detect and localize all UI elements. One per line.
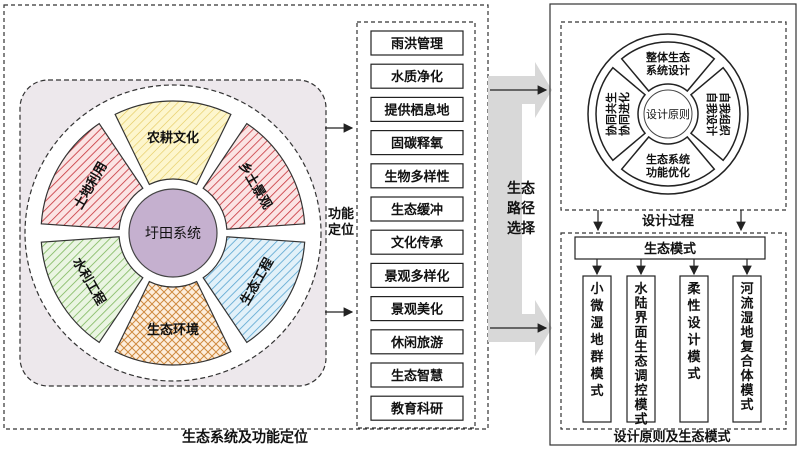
- vertical-char: 小: [590, 282, 603, 297]
- principle-label: 协同共生协同进化: [604, 92, 631, 136]
- function-label-line1: 功能: [328, 206, 354, 222]
- principle-sector: [620, 135, 716, 187]
- function-item: 休闲旅游: [390, 335, 443, 351]
- function-label: 功能定位: [327, 206, 354, 238]
- function-box: [370, 96, 464, 123]
- vertical-char: 调: [634, 369, 647, 384]
- vertical-char: 性: [687, 298, 700, 314]
- function-box: [370, 229, 464, 255]
- sector-label: 农耕文化: [146, 130, 199, 146]
- mode-box: [626, 275, 656, 423]
- vertical-char: 湿: [740, 311, 753, 326]
- right-panel-border: [549, 3, 797, 446]
- vertical-char: 群: [590, 349, 603, 365]
- function-box: [370, 30, 464, 56]
- function-box: [370, 262, 464, 288]
- vertical-char: 式: [740, 397, 753, 413]
- vertical-char: 生: [634, 339, 647, 355]
- principle-sector: [689, 66, 741, 162]
- vertical-char: 面: [634, 326, 647, 341]
- function-item: 提供栖息地: [384, 102, 449, 118]
- vertical-char: 复: [739, 339, 754, 355]
- vertical-char: 地: [590, 332, 603, 348]
- principle-label: 整体生态系统设计: [645, 50, 690, 77]
- left-caption: 生态系统及功能定位: [182, 429, 308, 446]
- sector-label: 生态环境: [147, 322, 199, 338]
- sector-2: [202, 122, 306, 230]
- vertical-char: 湿: [590, 316, 603, 331]
- right-caption: 设计原则及生态模式: [613, 429, 730, 445]
- vertical-char: 柔: [686, 282, 701, 297]
- vertical-char: 界: [634, 310, 647, 326]
- vertical-char: 式: [634, 412, 647, 428]
- vertical-char: 合: [740, 354, 754, 370]
- sector-5: [40, 236, 144, 344]
- process-caption: 设计过程: [642, 213, 694, 229]
- function-box: [370, 63, 464, 89]
- function-box: [370, 329, 464, 355]
- function-item: 雨洪管理: [391, 36, 443, 52]
- function-item: 水质净化: [391, 69, 443, 85]
- function-box: [370, 130, 464, 156]
- vertical-char: 体: [740, 368, 754, 384]
- mode-box: [679, 275, 709, 423]
- function-item: 生态智慧: [391, 368, 443, 384]
- mode-header: 生态模式: [644, 241, 696, 257]
- vertical-char: 控: [634, 383, 647, 399]
- vertical-char: 微: [589, 298, 604, 314]
- principle-center: [643, 89, 693, 139]
- path-label-line: 选择: [507, 220, 536, 237]
- sector-1: [114, 100, 232, 186]
- function-item: 景观多样化: [384, 268, 449, 284]
- function-box: [370, 196, 464, 222]
- vertical-char: 陆: [634, 296, 647, 312]
- vertical-char: 态: [634, 354, 647, 370]
- sector-6: [40, 122, 144, 230]
- function-box: [370, 395, 464, 421]
- vertical-char: 模: [590, 366, 604, 382]
- function-box: [370, 163, 464, 189]
- principle-sector: [620, 41, 716, 93]
- principle-label: 生态系统功能优化: [646, 152, 690, 179]
- principle-box: [560, 21, 787, 211]
- function-list-border: [356, 21, 476, 429]
- function-label-line2: 定位: [327, 222, 354, 238]
- vertical-char: 设: [687, 316, 701, 331]
- vertical-char: 模: [687, 349, 701, 365]
- principle-sector: [595, 66, 647, 162]
- vertical-char: 模: [634, 397, 648, 413]
- function-box: [370, 296, 464, 322]
- function-item: 文化传承: [391, 235, 443, 251]
- function-item: 生物多样性: [384, 169, 449, 185]
- vertical-char: 河: [740, 281, 753, 297]
- vertical-char: 流: [740, 296, 753, 312]
- sector-3: [202, 236, 306, 344]
- function-item: 教育科研: [390, 401, 443, 417]
- mode-box: [560, 232, 787, 430]
- function-item: 生态缓冲: [391, 202, 443, 218]
- function-item: 固碳释氧: [391, 136, 443, 152]
- principle-center-label: 设计原则: [646, 108, 690, 121]
- vertical-char: 水: [634, 281, 648, 297]
- vertical-char: 地: [740, 325, 753, 341]
- function-box: [370, 362, 464, 388]
- center-circle: [128, 188, 218, 278]
- path-arrow: [488, 62, 552, 356]
- function-item: 景观美化: [391, 302, 443, 318]
- vertical-char: 计: [687, 332, 700, 348]
- mode-box: [582, 275, 612, 423]
- principle-label: 自我组织自我设计: [705, 92, 732, 136]
- vertical-char: 式: [590, 383, 603, 399]
- sector-4: [114, 280, 232, 366]
- vertical-char: 模: [740, 383, 754, 399]
- center-label: 圩田系统: [145, 226, 201, 242]
- vertical-char: 式: [687, 366, 700, 382]
- path-label-line: 路径: [507, 200, 535, 217]
- mode-box: [732, 275, 762, 423]
- mode-header-box: [574, 236, 766, 260]
- path-label-line: 生态: [507, 180, 535, 197]
